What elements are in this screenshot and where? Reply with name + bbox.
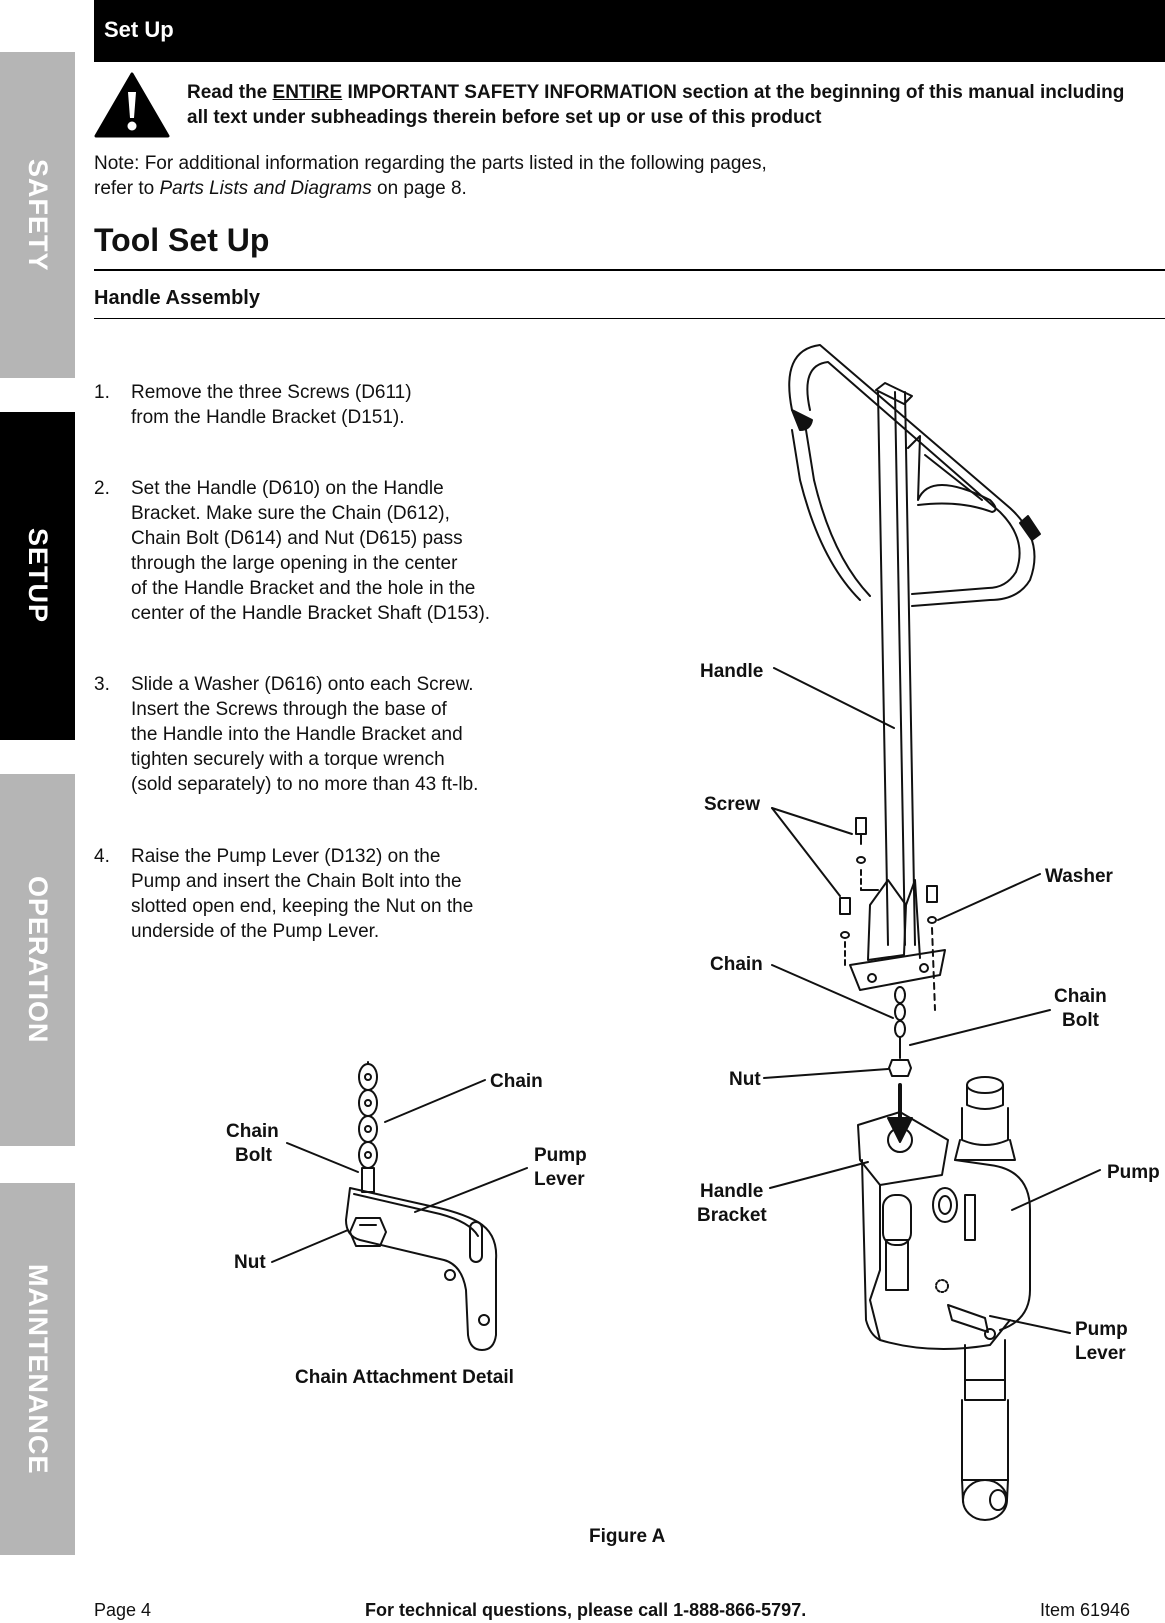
screw-drawing xyxy=(839,817,938,1011)
note-line-2-suffix: on page 8. xyxy=(371,178,467,199)
section-header-title: Set Up xyxy=(104,17,174,42)
warning-rest: IMPORTANT SAFETY INFORMATION section at … xyxy=(187,82,1125,128)
safety-warning-text: Read the ENTIRE IMPORTANT SAFETY INFORMA… xyxy=(187,80,1127,130)
detail-label-pump-lever-1: Pump xyxy=(534,1145,587,1166)
warning-prefix: Read the xyxy=(187,82,273,103)
subsection-title-rule xyxy=(94,318,1165,319)
label-pump-lever-1: Pump xyxy=(1075,1319,1128,1340)
label-nut: Nut xyxy=(729,1069,761,1090)
label-chain-bolt-1: Chain xyxy=(1054,986,1107,1007)
step-number: 1. xyxy=(94,382,110,403)
detail-label-chain-bolt-1: Chain xyxy=(226,1121,279,1142)
step-text: Remove the three Screws (D611) from the … xyxy=(131,382,412,428)
detail-label-pump-lever-2: Lever xyxy=(534,1169,585,1190)
step-text: Raise the Pump Lever (D132) on the Pump … xyxy=(131,846,474,942)
step-text: Slide a Washer (D616) onto each Screw. I… xyxy=(131,674,479,795)
note-line-2-prefix: refer to xyxy=(94,178,160,199)
label-screw: Screw xyxy=(704,794,760,815)
note-reference-link: Parts Lists and Diagrams xyxy=(159,178,372,199)
tab-safety-label: SAFETY xyxy=(23,158,53,272)
tab-setup-label: SETUP xyxy=(23,528,53,624)
detail-caption: Chain Attachment Detail xyxy=(295,1367,514,1388)
tab-setup[interactable]: SETUP xyxy=(0,412,75,740)
tab-maintenance-label: MAINTENANCE xyxy=(23,1263,53,1475)
note-line-2: refer to Parts Lists and Diagrams on pag… xyxy=(94,176,767,201)
tab-maintenance[interactable]: MAINTENANCE xyxy=(0,1183,75,1555)
figure-a-illustration: Chain Chain Bolt Pump Lever Nut Chain At… xyxy=(226,344,1160,1547)
label-handle-bracket-1: Handle xyxy=(700,1181,763,1202)
section-title-rule xyxy=(94,269,1165,271)
warning-emphasis: ENTIRE xyxy=(272,82,343,103)
tab-operation-label: OPERATION xyxy=(23,876,53,1044)
step-number: 4. xyxy=(94,846,110,867)
detail-label-chain: Chain xyxy=(490,1071,543,1092)
warning-triangle-icon xyxy=(94,72,170,138)
tab-safety[interactable]: SAFETY xyxy=(0,52,75,378)
section-title: Tool Set Up xyxy=(94,222,270,258)
footer-tech-phone: For technical questions, please call 1-8… xyxy=(365,1600,807,1620)
pump-drawing xyxy=(857,1076,1031,1521)
section-header-bar: Set Up xyxy=(94,0,1165,62)
step-number: 3. xyxy=(94,674,110,695)
figure-caption: Figure A xyxy=(589,1526,666,1547)
chain-drawing xyxy=(888,986,912,1077)
footer-item-number: Item 61946 xyxy=(1040,1600,1131,1620)
label-chain-bolt-2: Bolt xyxy=(1062,1010,1100,1031)
handle-drawing xyxy=(788,344,1041,991)
footer-page-number: Page 4 xyxy=(94,1600,152,1620)
tab-operation[interactable]: OPERATION xyxy=(0,774,75,1146)
label-chain: Chain xyxy=(710,954,763,975)
note-paragraph: Note: For additional information regardi… xyxy=(94,151,767,201)
label-washer: Washer xyxy=(1045,866,1114,887)
label-pump-lever-2: Lever xyxy=(1075,1343,1126,1364)
note-line-1: Note: For additional information regardi… xyxy=(94,153,767,174)
detail-label-nut: Nut xyxy=(234,1252,266,1273)
label-handle: Handle xyxy=(700,661,763,682)
subsection-title: Handle Assembly xyxy=(94,287,260,309)
detail-label-chain-bolt-2: Bolt xyxy=(235,1145,273,1166)
step-number: 2. xyxy=(94,478,110,499)
label-pump: Pump xyxy=(1107,1162,1160,1183)
label-handle-bracket-2: Bracket xyxy=(697,1205,767,1226)
step-text: Set the Handle (D610) on the Handle Brac… xyxy=(131,478,491,624)
chain-detail-drawing xyxy=(345,1061,498,1351)
